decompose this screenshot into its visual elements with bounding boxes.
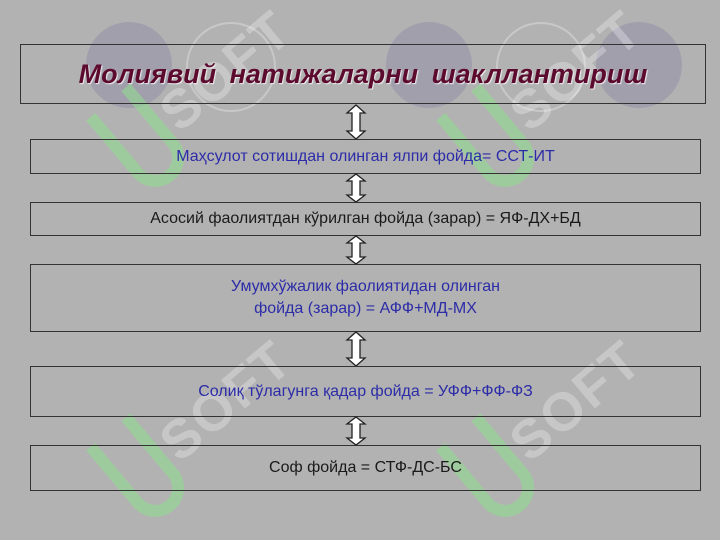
decorative-circle [596,22,682,108]
flow-box-net-profit: Соф фойда = СТФ-ДС-БС [30,445,701,491]
double-arrow-icon [345,235,367,265]
decorative-ring [496,22,586,112]
decorative-ring [186,22,276,112]
flow-box-gross-profit: Маҳсулот сотишдан олинган ялпи фойда= СС… [30,139,701,174]
double-arrow-icon [345,173,367,203]
flow-box-main-activity-profit: Асосий фаолиятдан кўрилган фойда (зарар)… [30,202,701,236]
flow-box-text: Солиқ тўлагунга қадар фойда = УФФ+ФФ-ФЗ [198,382,533,400]
double-arrow-icon [345,331,367,367]
flow-box-text: Маҳсулот сотишдан олинган ялпи фойда= СС… [176,147,555,165]
flow-box-text: Соф фойда = СТФ-ДС-БС [269,459,462,476]
flow-box-text-line2: фойда (зарар) = АФФ+МД-МХ [254,300,477,317]
flow-box-text: Асосий фаолиятдан кўрилган фойда (зарар)… [150,210,581,227]
page-title: Молиявий натижаларни шакллантириш [78,58,648,89]
double-arrow-icon [345,104,367,140]
decorative-circle [386,22,472,108]
double-arrow-icon [345,416,367,446]
flow-box-text-line1: Умумхўжалик фаолиятидан олинган [231,278,500,295]
title-box: Молиявий натижаларни шакллантириш [20,44,706,104]
decorative-circle [86,22,172,108]
flow-box-general-activity-profit: Умумхўжалик фаолиятидан олинган фойда (з… [30,264,701,332]
flow-box-pretax-profit: Солиқ тўлагунга қадар фойда = УФФ+ФФ-ФЗ [30,366,701,417]
